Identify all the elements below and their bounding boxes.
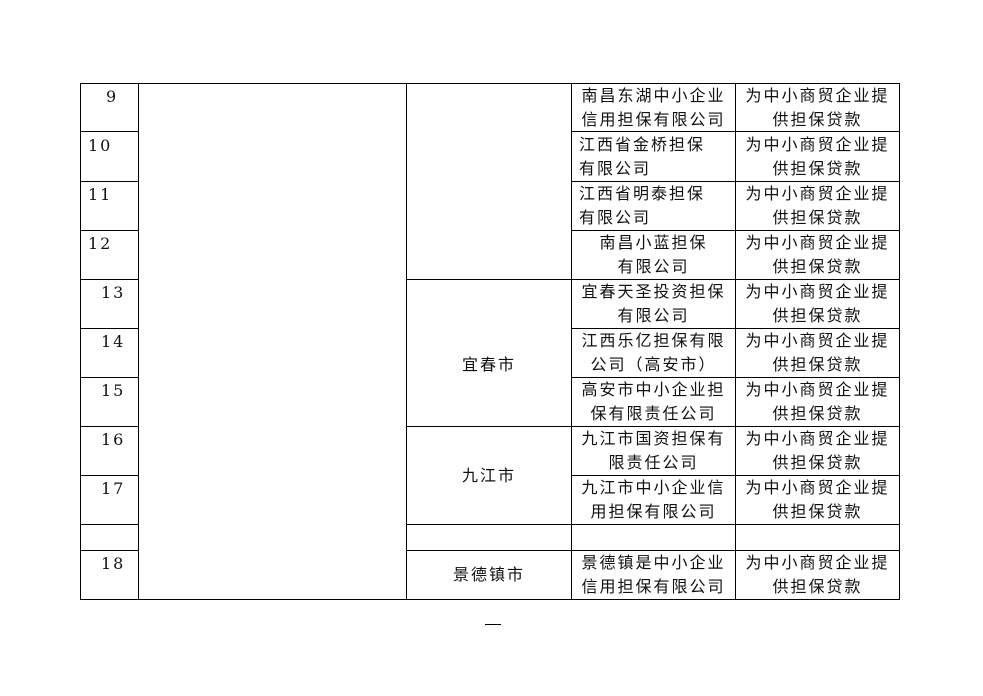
col-line-3	[571, 83, 572, 600]
col-line-1	[138, 83, 139, 600]
business-purpose: 为中小商贸企业提供担保贷款	[745, 380, 890, 423]
row-line	[571, 377, 900, 378]
row-number: 15	[101, 381, 126, 400]
page-footer-dash	[485, 624, 501, 625]
company-name: 九江市中小企业信用担保有限公司	[581, 478, 726, 521]
business-purpose: 为中小商贸企业提供担保贷款	[745, 553, 890, 596]
company-name: 江西省金桥担保有限公司	[579, 135, 706, 178]
row-number: 18	[101, 554, 126, 573]
row-line	[80, 181, 139, 182]
row-line	[571, 230, 900, 231]
row-number: 11	[88, 185, 113, 204]
business-purpose: 为中小商贸企业提供担保贷款	[745, 184, 890, 227]
company-name: 江西省明泰担保有限公司	[579, 184, 706, 227]
row-line-city-span	[406, 279, 900, 280]
row-number: 13	[101, 283, 126, 302]
row-line	[571, 475, 900, 476]
row-line-city-span	[406, 550, 900, 551]
company-name: 九江市国资担保有限责任公司	[581, 429, 726, 472]
row-line	[80, 230, 139, 231]
row-line-city-span	[406, 524, 900, 525]
city-label: 九江市	[461, 466, 516, 485]
row-line	[571, 181, 900, 182]
business-purpose: 为中小商贸企业提供担保贷款	[745, 233, 890, 276]
table-border-left	[80, 83, 81, 600]
company-name: 南昌东湖中小企业信用担保有限公司	[581, 86, 726, 129]
row-line	[80, 328, 139, 329]
row-line	[80, 131, 139, 132]
table-border-top	[80, 83, 900, 84]
business-purpose: 为中小商贸企业提供担保贷款	[745, 331, 890, 374]
row-line	[80, 550, 139, 551]
table-border-bottom	[80, 599, 900, 600]
row-number: 12	[88, 234, 113, 253]
business-purpose: 为中小商贸企业提供担保贷款	[745, 429, 890, 472]
city-label: 景德镇市	[452, 565, 525, 584]
business-purpose: 为中小商贸企业提供担保贷款	[745, 135, 890, 178]
business-purpose: 为中小商贸企业提供担保贷款	[745, 478, 890, 521]
company-name: 宜春天圣投资担保有限公司	[581, 282, 726, 325]
row-line	[80, 426, 139, 427]
company-name: 江西乐亿担保有限公司（高安市）	[581, 331, 726, 374]
col-line-4	[735, 83, 736, 600]
col-line-2	[406, 83, 407, 600]
table-border-right	[899, 83, 900, 600]
row-line	[80, 475, 139, 476]
row-number: 17	[101, 479, 126, 498]
business-purpose: 为中小商贸企业提供担保贷款	[745, 282, 890, 325]
row-line	[80, 279, 139, 280]
city-label: 宜春市	[461, 355, 516, 374]
row-line	[80, 524, 139, 525]
row-number: 16	[101, 430, 126, 449]
row-line	[571, 131, 900, 132]
row-number: 9	[106, 87, 119, 106]
row-number: 10	[88, 136, 113, 155]
company-name: 景德镇是中小企业信用担保有限公司	[581, 553, 726, 596]
row-number: 14	[101, 332, 126, 351]
guarantee-company-table: 9 10 11 12 13 14 15 16 17 18 宜春市 九江市 景德镇…	[80, 83, 900, 600]
company-name: 高安市中小企业担保有限责任公司	[581, 380, 726, 423]
company-name: 南昌小蓝担保有限公司	[599, 233, 708, 276]
row-line	[80, 377, 139, 378]
row-line-city-span	[406, 426, 900, 427]
row-line	[571, 328, 900, 329]
business-purpose: 为中小商贸企业提供担保贷款	[745, 86, 890, 129]
